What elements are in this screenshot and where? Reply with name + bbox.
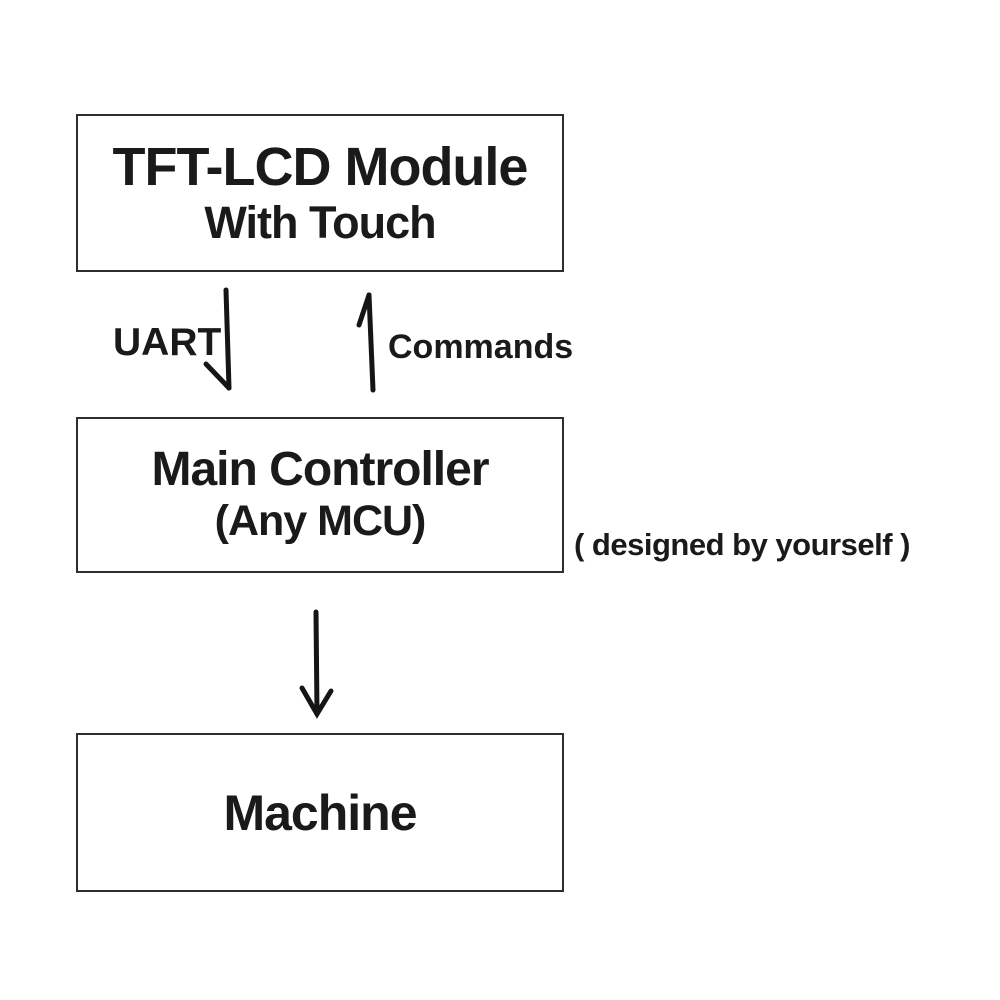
uart-label: UART <box>113 321 222 364</box>
main-controller-box: Main Controller (Any MCU) <box>76 417 564 573</box>
designed-by-yourself-note: ( designed by yourself ) <box>574 527 910 562</box>
mcu-box-title: Main Controller <box>151 443 489 497</box>
commands-label: Commands <box>388 328 574 366</box>
machine-box-title: Machine <box>223 784 417 841</box>
tft-box-subtitle: With Touch <box>204 197 436 249</box>
mcu-to-machine-arrow <box>299 609 334 719</box>
machine-box: Machine <box>76 733 564 892</box>
mcu-box-subtitle: (Any MCU) <box>214 497 427 546</box>
commands-up-arrow <box>356 292 376 393</box>
tft-lcd-module-box: TFT-LCD Module With Touch <box>76 114 564 272</box>
tft-box-title: TFT-LCD Module <box>112 136 529 197</box>
